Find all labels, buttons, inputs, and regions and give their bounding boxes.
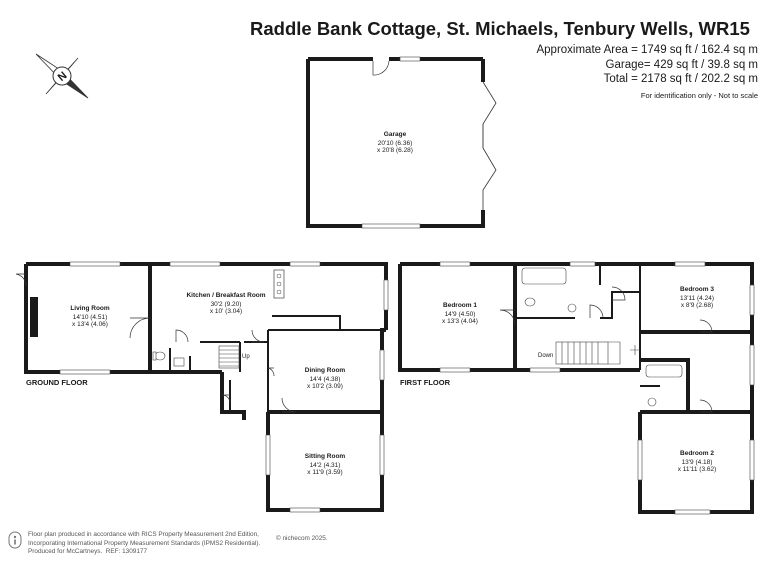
room-label-kitchen: Kitchen / Breakfast Room 30'2 (9.20) x 1… [186, 292, 265, 315]
room-label-sitting: Sitting Room 14'2 (4.31) x 11'9 (3.59) [305, 453, 346, 476]
room-dim: x 10'2 (3.09) [307, 383, 343, 390]
room-name: Dining Room [305, 367, 346, 374]
room-dim: x 13'3 (4.04) [442, 318, 478, 325]
room-dim: 30'2 (9.20) [211, 301, 242, 308]
room-label-bedroom1: Bedroom 1 14'9 (4.50) x 13'3 (4.04) [442, 302, 478, 325]
total-area: Total = 2178 sq ft / 202.2 sq m [603, 73, 758, 85]
garage-bifold-doors [482, 81, 497, 210]
room-dim: 14'10 (4.51) [73, 314, 108, 321]
first-floor-inner-walls [515, 264, 660, 387]
room-label-bedroom2: Bedroom 2 13'9 (4.18) x 11'11 (3.62) [678, 450, 717, 473]
garage-window [399, 56, 421, 62]
footer-line2: Incorporating International Property Mea… [28, 539, 261, 547]
garage-window [361, 223, 421, 229]
bathroom-fixtures-icon [521, 267, 683, 407]
room-dim: 14'2 (4.31) [310, 462, 341, 469]
scale-note: For identification only - Not to scale [640, 90, 758, 100]
first-floor-windows [439, 261, 755, 515]
ground-floor-label: GROUND FLOOR [26, 378, 88, 387]
room-dim: 14'4 (4.38) [310, 376, 341, 383]
living-room-fireplace [30, 297, 38, 337]
first-floor-doors [499, 286, 713, 413]
room-dim: x 13'4 (4.06) [72, 321, 108, 328]
room-name: Bedroom 1 [443, 302, 477, 309]
room-label-bedroom3: Bedroom 3 13'11 (4.24) x 8'9 (2.68) [680, 286, 714, 309]
approximate-area: Approximate Area = 1749 sq ft / 162.4 sq… [536, 44, 758, 56]
first-floor-label: FIRST FLOOR [400, 378, 451, 387]
room-name: Bedroom 3 [680, 286, 714, 293]
kitchen-hob-icon [273, 269, 285, 299]
room-name: Living Room [70, 305, 110, 312]
garage-door [372, 57, 390, 76]
footer-produced: Produced for McCartneys. [28, 548, 103, 556]
garage-area: Garage= 429 sq ft / 39.8 sq m [605, 58, 758, 71]
downstairs-wc-icon [152, 351, 185, 367]
ground-floor-doors [15, 273, 297, 413]
copyright-notice: © nichecom 2025. [276, 535, 328, 542]
room-dim: 20'10 (6.36) [378, 140, 413, 147]
ipms-info-icon [8, 531, 22, 549]
room-dim: 14'9 (4.50) [445, 311, 476, 318]
room-dim: x 8'9 (2.68) [681, 302, 713, 309]
room-dim: 13'9 (4.18) [682, 459, 713, 466]
room-name: Kitchen / Breakfast Room [186, 292, 265, 299]
room-label-dining: Dining Room 14'4 (4.38) x 10'2 (3.09) [305, 367, 346, 390]
room-label-garage: Garage 20'10 (6.36) x 20'8 (6.28) [377, 131, 413, 154]
room-label-living: Living Room 14'10 (4.51) x 13'4 (4.06) [70, 305, 110, 328]
ground-floor-inner-walls [149, 264, 382, 412]
plan-title: Raddle Bank Cottage, St. Michaels, Tenbu… [250, 18, 750, 39]
compass-icon: N [35, 53, 89, 99]
room-dim: x 11'11 (3.62) [678, 466, 717, 473]
room-dim: x 11'9 (3.59) [307, 469, 342, 476]
room-dim: 13'11 (4.24) [680, 295, 714, 302]
area-summary: Approximate Area = 1749 sq ft / 162.4 sq… [536, 43, 758, 103]
stairs-up-label: Up [242, 354, 250, 360]
footer-line3: Produced for McCartneys. REF: 1309177 [28, 548, 260, 557]
room-dim: x 10' (3.04) [210, 308, 242, 315]
room-dim: x 20'8 (6.28) [377, 147, 413, 154]
footer-line1: Floor plan produced in accordance with R… [28, 531, 259, 538]
room-name: Bedroom 2 [680, 450, 714, 457]
room-name: Sitting Room [305, 453, 346, 460]
first-floor-stairs [555, 341, 640, 365]
ground-floor-stairs [218, 345, 240, 369]
stairs-down-label: Down [538, 353, 553, 359]
ground-floor-windows [59, 261, 389, 513]
footer-notes: Floor plan produced in accordance with R… [28, 531, 260, 557]
footer-ref: REF: 1309177 [105, 548, 148, 556]
room-name: Garage [384, 131, 407, 138]
